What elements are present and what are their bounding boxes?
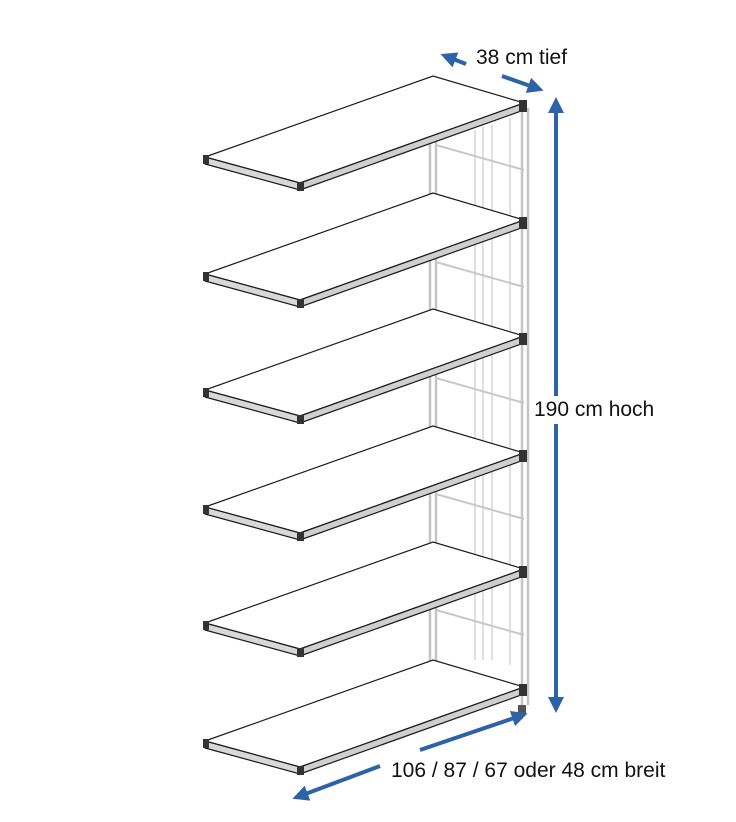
depth-arrow-left: [440, 52, 467, 68]
shelf-4: [202, 425, 528, 542]
frame-crossbars: [435, 144, 525, 636]
shelf-3: [202, 308, 528, 425]
shelf-6: [202, 659, 528, 776]
width-arrow-left: [292, 764, 381, 801]
width-arrow-right: [419, 711, 528, 752]
width-label: 106 / 87 / 67 oder 48 cm breit: [391, 759, 666, 782]
shelf-2: [202, 192, 528, 309]
depth-label: 38 cm tief: [476, 46, 568, 69]
shelf-1: [202, 75, 528, 192]
shelf-5: [202, 541, 528, 658]
foot: [518, 705, 526, 715]
height-label: 190 cm hoch: [534, 396, 655, 424]
depth-arrow-right: [501, 74, 544, 93]
